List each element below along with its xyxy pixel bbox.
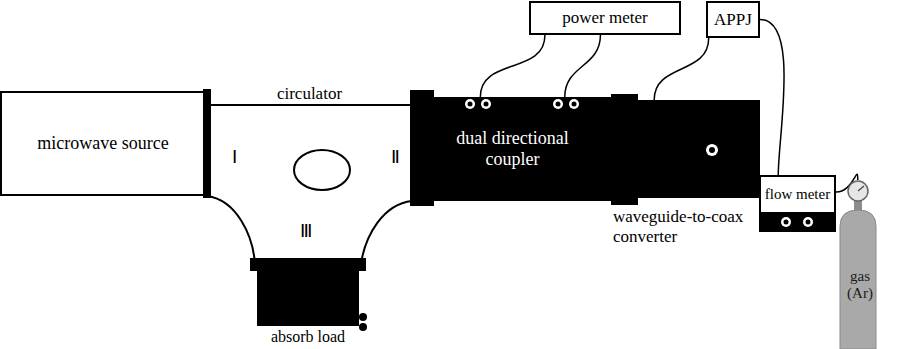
port-number: Ⅰ: [232, 148, 237, 166]
node-label: gas (Ar): [842, 268, 878, 301]
appj-box: APPJ: [706, 1, 760, 38]
node-label: absorb load: [227, 328, 389, 345]
cylinder-outline: [838, 180, 882, 349]
node-label: waveguide-to-coax converter: [613, 207, 753, 246]
source-box: microwave source: [0, 91, 206, 196]
load-box: absorb load: [257, 266, 359, 326]
node-label: circulator: [277, 84, 342, 104]
port-number: Ⅲ: [300, 222, 312, 240]
node-label: APPJ: [714, 10, 752, 30]
node-label: dual directional coupler: [443, 128, 583, 169]
cable: [565, 35, 601, 97]
gas-cylinder: gas (Ar): [838, 180, 882, 349]
port-number: Ⅱ: [391, 148, 400, 166]
node-label: microwave source: [37, 133, 168, 154]
cable: [760, 20, 784, 176]
node-label: power meter: [562, 8, 647, 28]
meter-box: power meter: [529, 1, 681, 35]
converter-box: waveguide-to-coax converter: [613, 100, 760, 198]
flow-meter-box: flow meter: [759, 175, 836, 232]
coupler-box: dual directional coupler: [412, 97, 613, 201]
load-terminal: [359, 313, 367, 331]
node-label: flow meter: [765, 187, 830, 203]
cable: [480, 35, 545, 97]
cable: [654, 38, 709, 100]
